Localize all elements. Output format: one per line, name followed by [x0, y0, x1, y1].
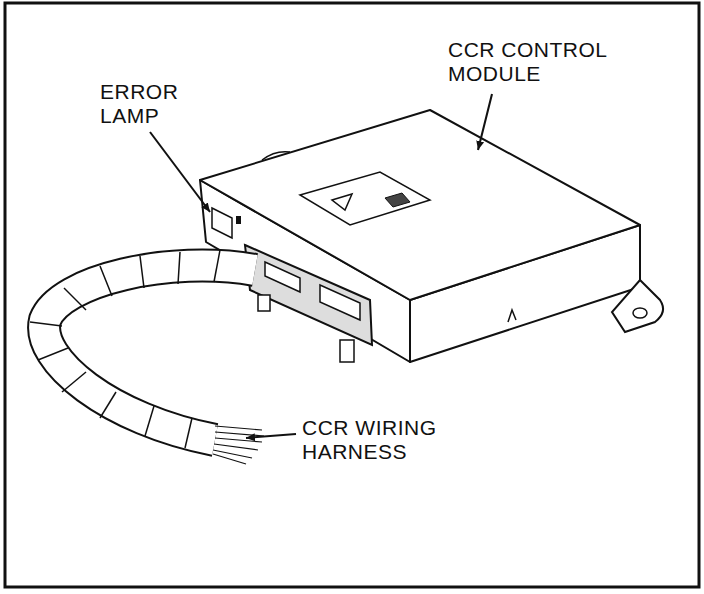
label-window — [300, 172, 430, 225]
harness-connector — [245, 245, 372, 345]
frame-border — [5, 3, 699, 587]
part-label: ERROR LAMP — [100, 80, 182, 128]
logo-mark — [385, 193, 410, 207]
lamp-contact — [236, 216, 241, 224]
connector-latch — [320, 285, 360, 320]
part-label: CCR CONTROL MODULE — [448, 38, 623, 86]
part-label: CCR WIRING HARNESS — [302, 416, 452, 464]
leader-line — [478, 94, 492, 150]
connector-clip — [340, 340, 354, 362]
leader-line — [246, 434, 296, 438]
triangle-symbol — [332, 194, 352, 210]
module-top-face — [200, 110, 640, 300]
loose-wires — [213, 426, 264, 464]
connector-latch — [265, 262, 300, 292]
mounting-hole — [633, 308, 647, 318]
side-slot — [508, 310, 516, 322]
leader-line — [150, 132, 210, 212]
error-lamp — [212, 208, 232, 238]
tape-wraps — [30, 250, 220, 448]
harness-bundle — [44, 266, 255, 440]
mounting-tab — [612, 280, 663, 332]
connector-clip — [258, 295, 270, 311]
top-ridge — [262, 152, 290, 160]
harness-bundle — [44, 266, 255, 440]
